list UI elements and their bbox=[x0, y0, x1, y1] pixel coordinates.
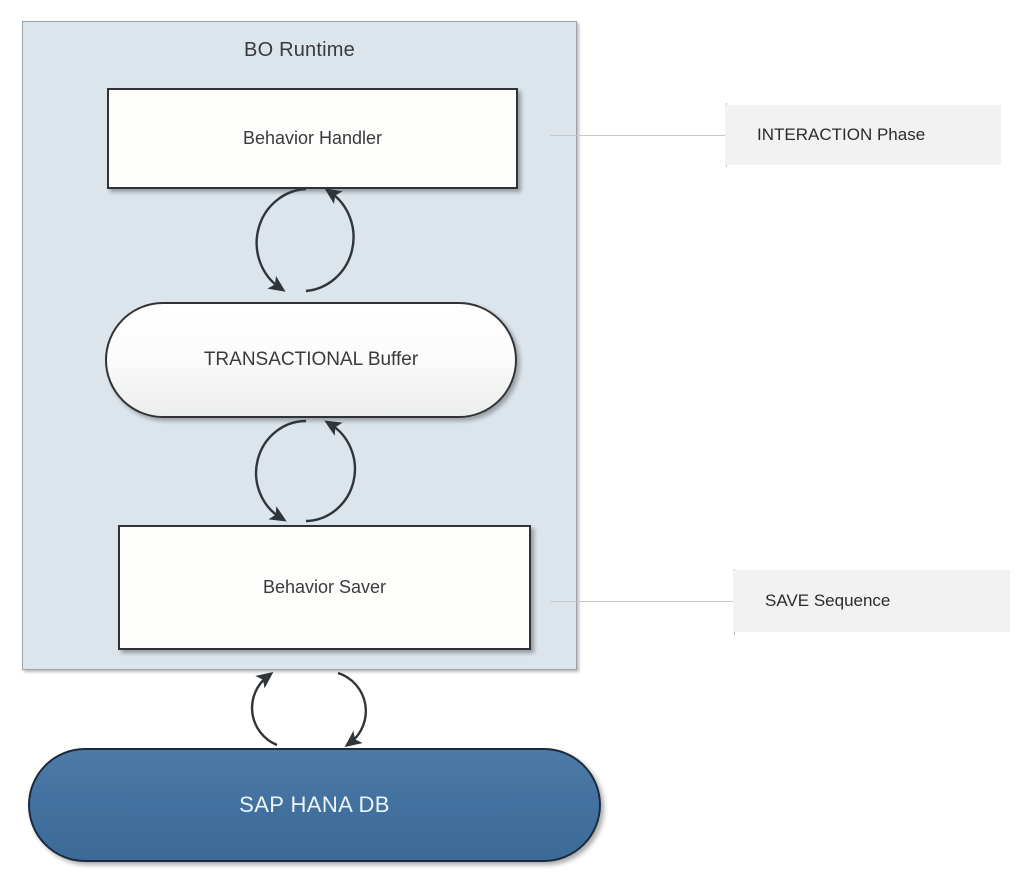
node-behavior-handler[interactable]: Behavior Handler bbox=[107, 88, 518, 189]
node-behavior-saver-label: Behavior Saver bbox=[262, 577, 387, 597]
callout-line-interaction-phase bbox=[550, 135, 732, 136]
node-behavior-saver[interactable]: Behavior Saver bbox=[118, 525, 531, 650]
callout-save-sequence-label: SAVE Sequence bbox=[765, 591, 891, 610]
callout-interaction-phase[interactable]: INTERACTION Phase bbox=[725, 105, 1001, 165]
node-transactional-buffer[interactable]: TRANSACTIONAL Buffer bbox=[105, 302, 517, 418]
node-behavior-handler-label: Behavior Handler bbox=[242, 128, 383, 148]
connector-runtime-db-cycle bbox=[250, 671, 368, 748]
node-sap-hana-db[interactable]: SAP HANA DB bbox=[28, 748, 601, 862]
callout-save-sequence[interactable]: SAVE Sequence bbox=[733, 570, 1010, 632]
callout-interaction-phase-label: INTERACTION Phase bbox=[757, 125, 926, 144]
node-sap-hana-db-label: SAP HANA DB bbox=[239, 792, 390, 817]
node-transactional-buffer-label: TRANSACTIONAL Buffer bbox=[203, 349, 419, 370]
callout-line-save-sequence bbox=[550, 601, 740, 602]
bo-runtime-title: BO Runtime bbox=[244, 39, 355, 61]
